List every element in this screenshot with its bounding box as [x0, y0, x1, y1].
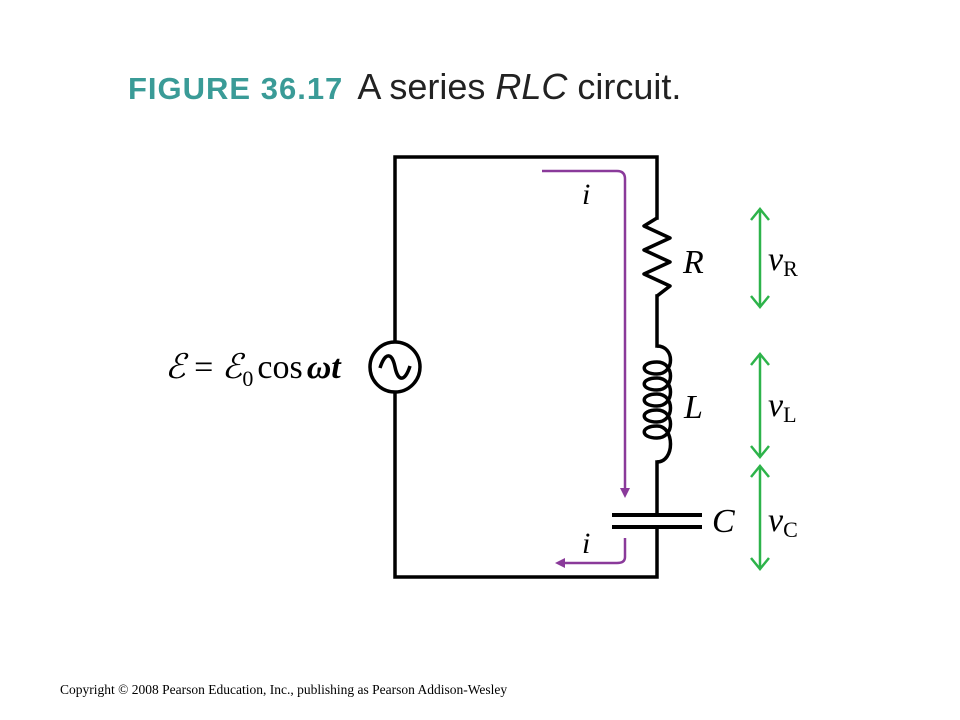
copyright-notice: Copyright © 2008 Pearson Education, Inc.…: [60, 682, 508, 697]
emf-func: cos: [257, 349, 302, 386]
figure-caption: A series RLC circuit.: [357, 66, 681, 107]
figure-label: FIGURE 36.17: [128, 71, 344, 106]
voltage-sub-c: C: [783, 517, 798, 542]
current-label-bottom: i: [582, 527, 590, 560]
resistor-label: R: [682, 244, 704, 281]
voltage-arrow-r: [750, 207, 770, 309]
inductor-label: L: [683, 389, 703, 426]
circuit-wires: [393, 155, 659, 579]
voltage-sub-l: L: [783, 402, 796, 427]
caption-em: RLC: [495, 66, 568, 107]
wire-c-bottom: [393, 390, 659, 579]
voltage-symbol-c: v: [768, 502, 784, 539]
current-arrow-left: [555, 538, 627, 568]
wire-left-top: [393, 155, 659, 344]
current-arrows: [542, 169, 630, 568]
inductor-coil: [642, 344, 673, 464]
emf-symbol: ℰ: [165, 349, 189, 386]
ac-source-icon: [368, 340, 422, 394]
resistor-zigzag: [642, 216, 672, 298]
voltage-label-c: vC: [768, 502, 798, 542]
voltage-label-l: vL: [768, 387, 797, 427]
figure-title: FIGURE 36.17 A series RLC circuit.: [128, 66, 681, 108]
emf-sub: 0: [242, 366, 253, 391]
voltage-arrow-l: [750, 352, 770, 459]
voltage-sub-r: R: [783, 256, 798, 281]
current-arrow-down: [542, 169, 630, 498]
voltage-symbol-l: v: [768, 387, 784, 424]
capacitor-label: C: [712, 503, 735, 540]
caption-post: circuit.: [567, 66, 682, 107]
caption-pre: A series: [357, 66, 496, 107]
emf-arg: ωt: [307, 349, 343, 386]
voltage-symbol-r: v: [768, 241, 784, 278]
current-label-top: i: [582, 178, 590, 211]
emf-equals: =: [186, 349, 222, 386]
voltage-arrows: [750, 207, 770, 571]
voltage-arrow-c: [750, 464, 770, 571]
emf-base: ℰ: [222, 349, 246, 386]
capacitor-plates: [612, 513, 702, 529]
voltage-label-r: vR: [768, 241, 798, 281]
